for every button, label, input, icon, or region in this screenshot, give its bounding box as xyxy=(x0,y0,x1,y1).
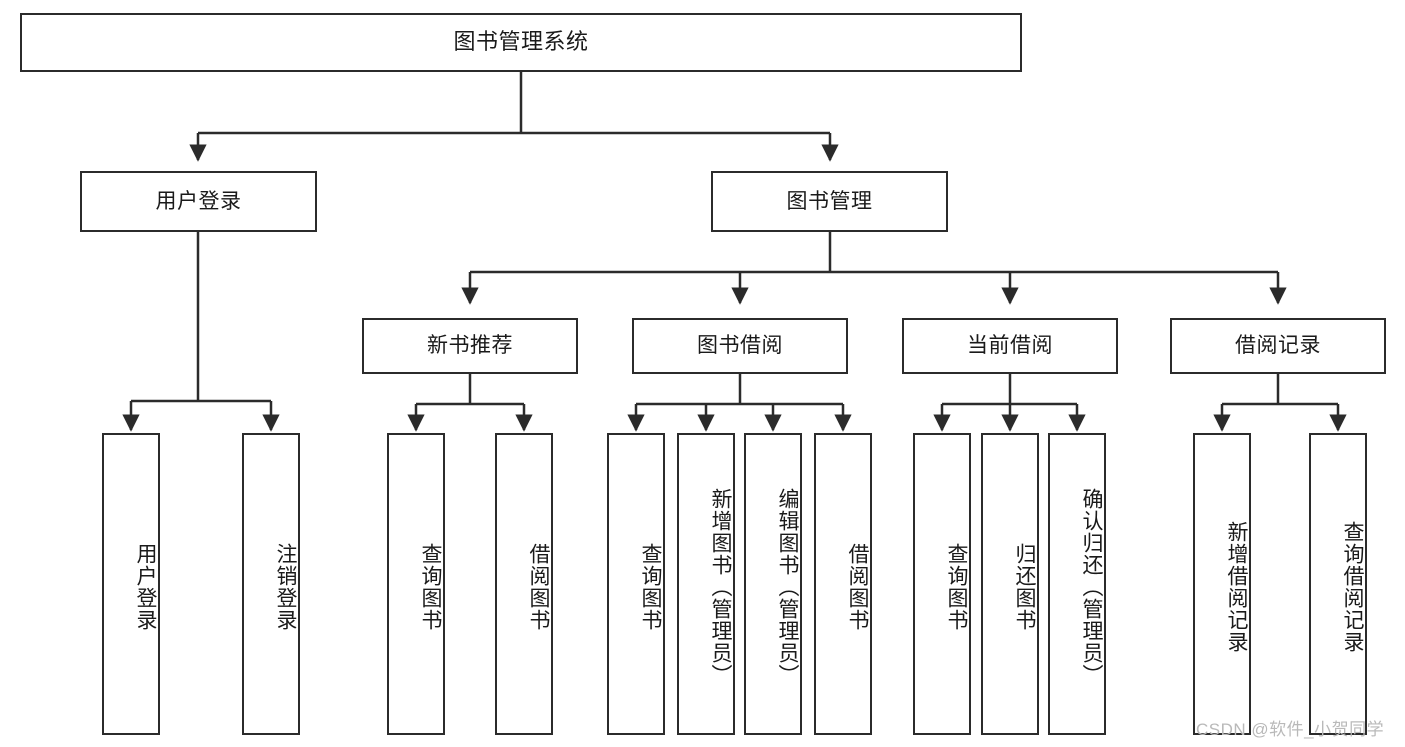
leaf-borrow-record-add-record[interactable]: 新增借阅记录 xyxy=(1193,433,1251,735)
node-label: 注销登录 xyxy=(274,543,297,631)
leaf-book-borrow-edit-book-admin[interactable]: 编辑图书（管理员） xyxy=(744,433,802,735)
leaf-current-borrow-confirm-return-admin[interactable]: 确认归还（管理员） xyxy=(1048,433,1106,735)
node-label: 新增借阅记录 xyxy=(1225,521,1248,653)
leaf-user-login-logout[interactable]: 注销登录 xyxy=(242,433,300,735)
node-new-book-recommend[interactable]: 新书推荐 xyxy=(362,318,578,374)
node-label: 借阅图书 xyxy=(846,543,869,631)
node-label: 新增图书（管理员） xyxy=(709,488,732,686)
watermark-csdn: CSDN @软件_小贺同学 xyxy=(1196,720,1385,739)
leaf-book-borrow-borrow-book[interactable]: 借阅图书 xyxy=(814,433,872,735)
leaf-current-borrow-return-book[interactable]: 归还图书 xyxy=(981,433,1039,735)
leaf-new-book-query-book[interactable]: 查询图书 xyxy=(387,433,445,735)
leaf-new-book-borrow-book[interactable]: 借阅图书 xyxy=(495,433,553,735)
leaf-book-borrow-query-book[interactable]: 查询图书 xyxy=(607,433,665,735)
node-label: 借阅图书 xyxy=(527,543,550,631)
leaf-user-login-login[interactable]: 用户登录 xyxy=(102,433,160,735)
node-label: 编辑图书（管理员） xyxy=(776,488,799,686)
node-user-login[interactable]: 用户登录 xyxy=(80,171,317,232)
leaf-book-borrow-add-book-admin[interactable]: 新增图书（管理员） xyxy=(677,433,735,735)
node-current-borrow[interactable]: 当前借阅 xyxy=(902,318,1118,374)
node-book-borrow[interactable]: 图书借阅 xyxy=(632,318,848,374)
leaf-current-borrow-query-book[interactable]: 查询图书 xyxy=(913,433,971,735)
node-book-management[interactable]: 图书管理 xyxy=(711,171,948,232)
node-label: 查询图书 xyxy=(945,543,968,631)
node-borrow-record[interactable]: 借阅记录 xyxy=(1170,318,1386,374)
leaf-borrow-record-query-record[interactable]: 查询借阅记录 xyxy=(1309,433,1367,735)
node-label: 当前借阅 xyxy=(967,334,1053,358)
node-label: 查询借阅记录 xyxy=(1341,521,1364,653)
node-label: 用户登录 xyxy=(134,543,157,631)
node-label: 借阅记录 xyxy=(1235,334,1321,358)
node-root-library-management-system[interactable]: 图书管理系统 xyxy=(20,13,1022,72)
node-label: 图书管理系统 xyxy=(453,29,589,55)
node-label: 归还图书 xyxy=(1013,543,1036,631)
node-label: 新书推荐 xyxy=(427,334,513,358)
node-label: 查询图书 xyxy=(639,543,662,631)
node-label: 图书管理 xyxy=(786,189,873,213)
node-label: 确认归还（管理员） xyxy=(1080,488,1103,686)
node-label: 图书借阅 xyxy=(697,334,783,358)
node-label: 用户登录 xyxy=(155,189,242,213)
node-label: 查询图书 xyxy=(419,543,442,631)
